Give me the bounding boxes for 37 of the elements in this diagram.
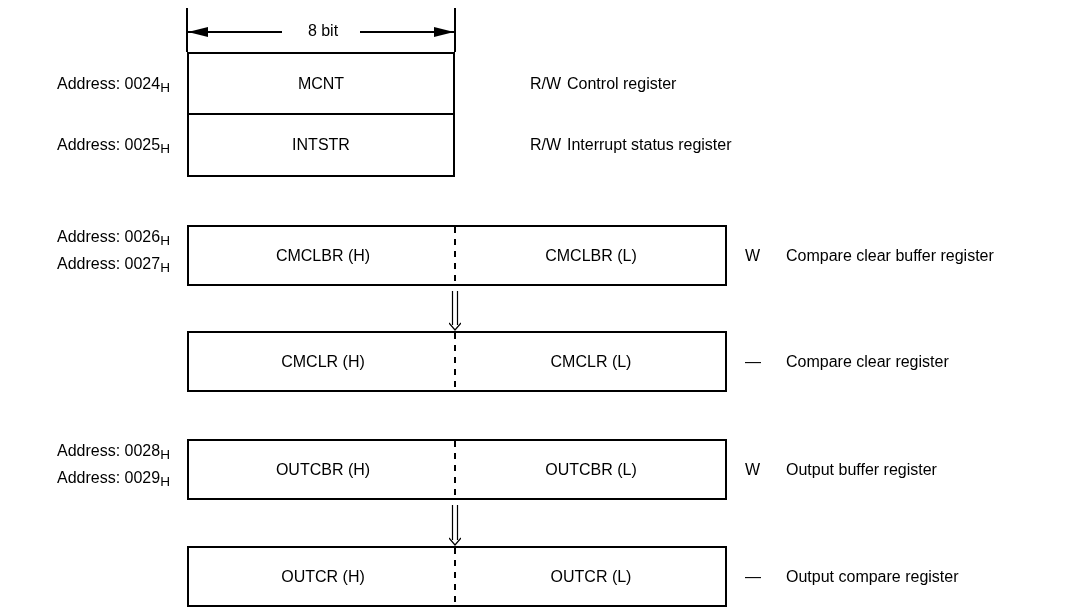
register-description: Control register <box>567 74 677 93</box>
address-label: Address: 0024$_{H}$ <box>57 74 170 93</box>
address-label: Address: 0025$_{H}$ <box>57 136 170 154</box>
register-description: Output buffer register <box>786 460 937 479</box>
access-label: R/W <box>530 74 562 93</box>
transfer-arrow <box>448 504 462 546</box>
register-name: CMCLR (H) <box>281 352 365 371</box>
register-box <box>187 113 455 177</box>
register-description: Compare clear register <box>786 352 949 371</box>
register-box <box>187 52 455 115</box>
address-label: Address: 0027$_{H}$ <box>57 255 170 273</box>
address-label: Address: 0029$_{H}$ <box>57 469 170 487</box>
address-label: Address: 0028$_{H}$ <box>57 442 170 460</box>
register-description: Interrupt status register <box>567 136 732 154</box>
register-name: OUTCR (L) <box>550 567 632 586</box>
access-label: W <box>745 246 761 265</box>
register-name: CMCLR (L) <box>550 352 632 371</box>
register-box <box>187 546 727 607</box>
register-name: CMCLBR (H) <box>275 246 371 265</box>
access-label: W <box>745 460 761 479</box>
dimension-label: 8 bit <box>306 22 340 40</box>
register-name: INTSTR <box>292 136 350 154</box>
access-label: R/W <box>530 136 562 154</box>
register-description: Output compare register <box>786 567 959 586</box>
register-name: OUTCBR (L) <box>545 460 637 479</box>
register-box <box>187 439 727 500</box>
register-box <box>187 331 727 392</box>
register-box <box>187 225 727 286</box>
address-label: Address: 0026$_{H}$ <box>57 228 170 246</box>
register-description: Compare clear buffer register <box>786 246 994 265</box>
access-label: — <box>745 567 761 586</box>
register-name: CMCLBR (L) <box>545 246 637 265</box>
register-name: OUTCR (H) <box>281 567 365 586</box>
register-name: MCNT <box>297 74 345 93</box>
access-label: — <box>745 352 761 371</box>
register-name: OUTCBR (H) <box>275 460 371 479</box>
transfer-arrow <box>448 290 462 331</box>
